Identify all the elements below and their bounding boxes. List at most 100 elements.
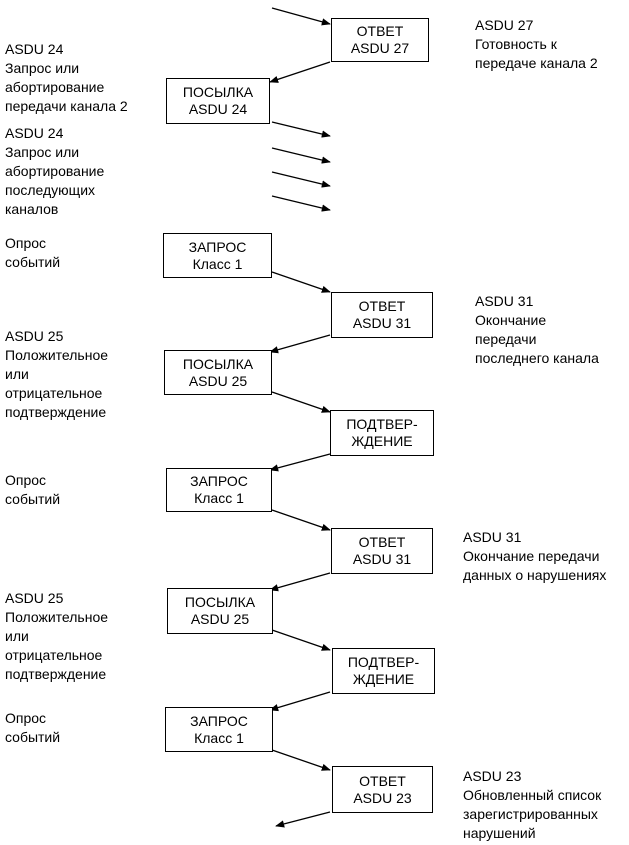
arrow (271, 147, 331, 164)
box-line-1: ОТВЕТ (356, 23, 404, 39)
note-asdu27: ASDU 27 Готовность к передаче канала 2 (475, 16, 598, 73)
box-line-2: ASDU 24 (188, 101, 248, 117)
box-line-2: Класс 1 (192, 255, 243, 272)
acknowledgement-box: ПОДТВЕР- ЖДЕНИЕ (332, 648, 435, 694)
arrow (271, 7, 331, 26)
response-asdu31-box: ОТВЕТ ASDU 31 (331, 528, 433, 574)
response-asdu31-box: ОТВЕТ ASDU 31 (331, 292, 433, 338)
request-class1-box: ЗАПРОС Класс 1 (163, 233, 272, 278)
note-line: данных о нарушениях (463, 567, 607, 583)
box-line-2: ASDU 25 (188, 372, 248, 389)
note-line: Запрос или (5, 60, 80, 76)
arrow (271, 509, 331, 531)
arrow (269, 334, 331, 354)
request-class1-box: ЗАПРОС Класс 1 (166, 468, 272, 512)
arrow (269, 572, 331, 592)
arrow (271, 121, 331, 138)
send-asdu25-box: ПОСЫЛКА ASDU 25 (164, 350, 272, 395)
note-line: или (5, 628, 29, 644)
response-asdu27-box: ОТВЕТ ASDU 27 (331, 18, 429, 62)
note-line: Положительное (5, 609, 109, 625)
request-class1-box: ЗАПРОС Класс 1 (165, 707, 273, 752)
note-line: событий (5, 491, 61, 507)
note-line: ASDU 24 (5, 41, 64, 57)
note-line: Положительное (5, 347, 109, 363)
note-line: ASDU 25 (5, 328, 64, 344)
send-asdu25-box: ПОСЫЛКА ASDU 25 (167, 588, 273, 634)
arrow (271, 749, 331, 771)
note-line: каналов (5, 201, 59, 217)
note-line: ASDU 31 (463, 529, 522, 545)
note-line: Обновленный список (463, 787, 602, 803)
note-line: абортирование (5, 163, 105, 179)
arrow (271, 171, 331, 188)
box-line-2: ASDU 23 (353, 789, 412, 806)
box-line-1: ПОДТВЕР- (346, 416, 418, 432)
note-line: ASDU 27 (475, 17, 534, 33)
note-line: нарушений (463, 825, 536, 841)
note-line: Опрос (5, 235, 47, 251)
note-line: передачи канала 2 (5, 98, 128, 114)
note-line: подтверждение (5, 666, 107, 682)
box-line-1: ПОДТВЕР- (347, 654, 420, 670)
acknowledgement-box: ПОДТВЕР- ЖДЕНИЕ (330, 410, 434, 456)
box-line-2: Класс 1 (194, 490, 244, 506)
box-line-2: ASDU 31 (352, 315, 412, 331)
note-asdu24-channel2: ASDU 24 Запрос или абортирование передач… (5, 40, 128, 116)
note-asdu31-fault-data: ASDU 31 Окончание передачи данных о нару… (463, 528, 606, 585)
note-line: ASDU 23 (463, 768, 522, 784)
box-line-1: ПОСЫЛКА (182, 355, 254, 372)
box-line-2: ASDU 25 (190, 611, 250, 627)
note-line: абортирование (5, 79, 105, 95)
note-asdu23-updated-list: ASDU 23 Обновленный список зарегистриров… (463, 767, 601, 843)
note-line: Готовность к (475, 36, 557, 52)
arrow (271, 195, 331, 212)
box-line-1: ОТВЕТ (358, 298, 406, 314)
note-asdu24-next-channels: ASDU 24 Запрос или абортирование последу… (5, 124, 104, 219)
box-line-1: ЗАПРОС (190, 712, 248, 729)
note-line: передаче канала 2 (475, 55, 598, 71)
box-line-1: ПОСЫЛКА (184, 594, 256, 610)
arrow (269, 691, 331, 712)
note-event-poll: Опрос событий (5, 234, 60, 272)
box-line-2: ЖДЕНИЕ (351, 433, 413, 449)
note-line: Окончание передачи (463, 548, 600, 564)
box-line-2: ASDU 27 (350, 40, 410, 56)
note-line: передачи (475, 331, 537, 347)
box-line-2: ASDU 31 (352, 551, 412, 567)
arrow (275, 811, 331, 828)
box-line-1: ОТВЕТ (359, 772, 406, 789)
note-line: Запрос или (5, 144, 80, 160)
note-asdu25-confirmation: ASDU 25 Положительное или отрицательное … (5, 589, 108, 684)
arrow (271, 271, 331, 293)
arrow (271, 629, 331, 651)
note-line: событий (5, 254, 61, 270)
box-line-1: ЗАПРОС (188, 238, 247, 255)
box-line-2: ЖДЕНИЕ (352, 671, 415, 687)
box-line-2: Класс 1 (194, 729, 244, 746)
response-asdu23-box: ОТВЕТ ASDU 23 (332, 766, 433, 813)
note-line: Опрос (5, 472, 47, 488)
send-asdu24-box: ПОСЫЛКА ASDU 24 (166, 78, 270, 124)
box-line-1: ОТВЕТ (358, 534, 406, 550)
note-asdu31-last-channel: ASDU 31 Окончание передачи последнего ка… (475, 292, 599, 368)
note-line: или (5, 366, 29, 382)
note-line: подтверждение (5, 404, 107, 420)
note-line: последнего канала (475, 350, 599, 366)
note-line: отрицательное (5, 385, 103, 401)
note-line: Опрос (5, 710, 47, 726)
note-event-poll: Опрос событий (5, 471, 60, 509)
note-line: ASDU 25 (5, 590, 64, 606)
note-line: последующих (5, 182, 96, 198)
note-asdu25-confirmation: ASDU 25 Положительное или отрицательное … (5, 327, 108, 422)
note-event-poll: Опрос событий (5, 709, 60, 747)
box-line-1: ПОСЫЛКА (182, 84, 254, 100)
box-line-1: ЗАПРОС (190, 473, 248, 489)
note-line: событий (5, 729, 61, 745)
note-line: ASDU 24 (5, 125, 64, 141)
arrow (269, 453, 331, 472)
note-line: зарегистрированных (463, 806, 598, 822)
arrow (271, 391, 331, 413)
arrow (269, 61, 331, 83)
